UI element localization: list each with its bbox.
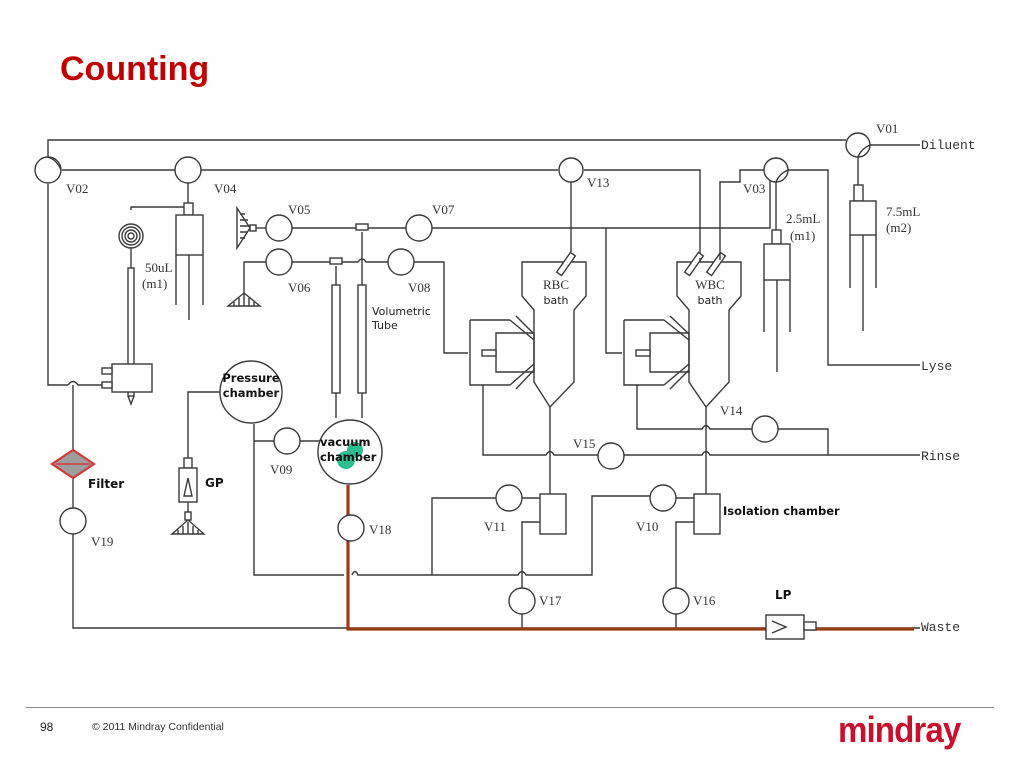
label-v10: V10 [636, 519, 658, 534]
coil-icon [118, 223, 144, 249]
valve-v02 [34, 156, 62, 184]
label-pressure-chamber-2: chamber [223, 386, 280, 400]
valve-v11 [495, 484, 523, 512]
label-v01: V01 [876, 121, 898, 136]
label-volumetric-tube: Volumetric [372, 305, 431, 318]
label-diluent: Diluent [921, 138, 976, 153]
syringe-lyse [763, 229, 791, 372]
valve-v01 [845, 132, 871, 158]
valve-v18 [337, 514, 365, 542]
isolation-chamber-wbc [693, 493, 721, 535]
label-volumetric-tube-2: Tube [371, 319, 398, 332]
valve-v16 [662, 587, 690, 615]
syringe-sample [175, 202, 204, 320]
label-v06: V06 [288, 280, 311, 295]
page-number: 98 [40, 720, 54, 734]
label-vacuum-chamber: vacuum [320, 435, 370, 449]
volumetric-tube [329, 223, 369, 394]
label-v14: V14 [720, 403, 743, 418]
label-v16: V16 [693, 593, 716, 608]
label-v03: V03 [743, 181, 765, 196]
valve-v15 [597, 442, 625, 470]
gas-pump [178, 457, 198, 503]
valve-v05 [265, 214, 293, 242]
valve-v07 [405, 214, 433, 242]
valve-v03 [763, 157, 789, 183]
label-lyse: Lyse [921, 359, 952, 374]
label-diluent-motor: (m2) [886, 220, 911, 235]
valve-v14 [751, 415, 779, 443]
label-rbc: RBC [543, 277, 569, 292]
label-waste: Waste [921, 620, 960, 635]
label-sample-motor: (m1) [142, 276, 167, 291]
slide-title: Counting [60, 50, 210, 88]
mindray-logo: mindray [838, 709, 961, 750]
valve-v04 [174, 156, 202, 184]
label-lyse-volume: 2.5mL [786, 211, 820, 226]
valve-v09 [273, 427, 301, 455]
label-v04: V04 [214, 181, 237, 196]
label-v05: V05 [288, 202, 310, 217]
label-vacuum-chamber-2: chamber [320, 450, 377, 464]
label-lyse-motor: (m1) [790, 228, 815, 243]
filter-icon [50, 448, 96, 480]
label-v02: V02 [66, 181, 88, 196]
label-isolation-chamber: Isolation chamber [723, 504, 840, 518]
footer-divider [26, 707, 994, 708]
liquid-pump [765, 614, 817, 640]
air-vent-icon [236, 205, 257, 251]
valve-v17 [508, 587, 536, 615]
valves [34, 132, 871, 615]
label-gp: GP [205, 476, 224, 490]
valve-v08 [387, 248, 415, 276]
pressure-chamber [219, 360, 283, 424]
valve-v10 [649, 484, 677, 512]
label-wbc: WBC [695, 277, 725, 292]
isolation-chamber-rbc [539, 493, 567, 535]
label-lp: LP [775, 588, 792, 602]
label-filter: Filter [88, 477, 124, 491]
syringe-diluent [849, 184, 877, 331]
valve-v19 [59, 507, 87, 535]
label-pressure-chamber: Pressure [222, 371, 279, 385]
sample-probe [101, 267, 153, 406]
label-v07: V07 [432, 202, 455, 217]
label-diluent-volume: 7.5mL [886, 204, 920, 219]
valve-v06 [265, 248, 293, 276]
label-rinse: Rinse [921, 449, 960, 464]
label-v08: V08 [408, 280, 430, 295]
label-v13: V13 [587, 175, 609, 190]
label-v15: V15 [573, 436, 595, 451]
label-rbc-bath: bath [543, 294, 568, 307]
valve-v13 [558, 157, 584, 183]
label-v17: V17 [539, 593, 562, 608]
pipelines [47, 139, 920, 629]
copyright-text: © 2011 Mindray Confidential [92, 721, 224, 733]
label-sample-volume: 50uL [145, 260, 173, 275]
label-v19: V19 [91, 534, 113, 549]
wbc-bath [623, 251, 742, 409]
label-wbc-bath: bath [697, 294, 722, 307]
rbc-bath [469, 251, 587, 409]
label-v18: V18 [369, 522, 391, 537]
air-vent-icon [170, 511, 206, 535]
label-v11: V11 [484, 519, 506, 534]
air-vent-icon [226, 292, 262, 307]
annotation-marker [337, 442, 363, 469]
label-v09: V09 [270, 462, 292, 477]
